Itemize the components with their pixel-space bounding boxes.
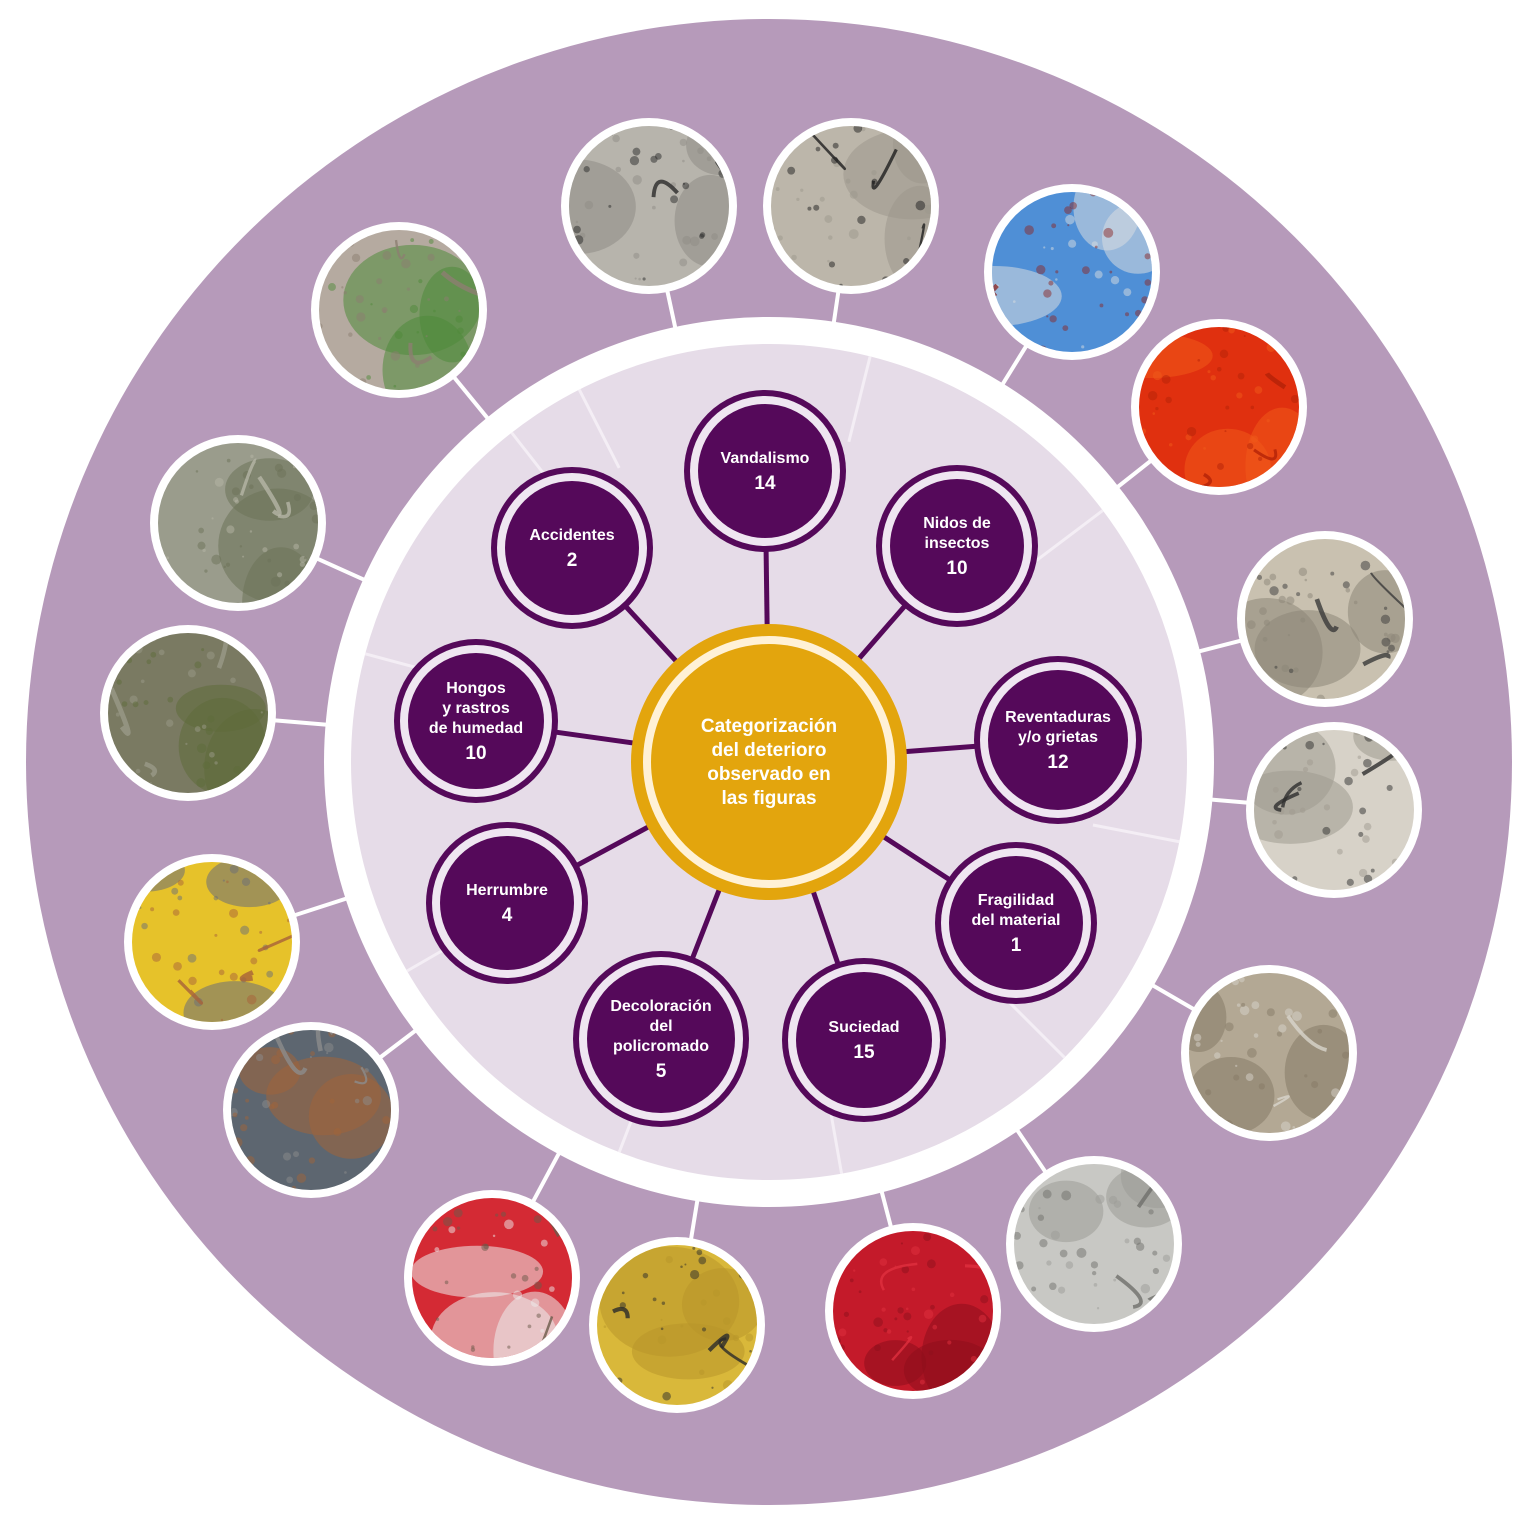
category-label-line: Herrumbre xyxy=(466,882,548,899)
category-count: 4 xyxy=(502,905,513,926)
category-node-reventaduras[interactable]: Reventaduras y/o grietas 12 xyxy=(974,656,1142,824)
category-label-line: Nidos de xyxy=(923,515,991,532)
connector-vandalismo xyxy=(766,550,767,632)
category-label-line: del xyxy=(649,1018,672,1035)
center-title-line: Categorización xyxy=(701,716,837,737)
category-label-line: Vandalismo xyxy=(721,450,810,467)
category-node-suciedad[interactable]: Suciedad 15 xyxy=(782,958,946,1122)
category-label-line: Reventaduras xyxy=(1005,709,1111,726)
category-label-line: y/o grietas xyxy=(1018,729,1098,746)
category-count: 5 xyxy=(656,1061,667,1082)
node-disc xyxy=(698,404,832,538)
center-title-line: las figuras xyxy=(721,788,816,809)
center-title-line: del deterioro xyxy=(711,740,826,761)
category-count: 15 xyxy=(853,1042,875,1063)
category-label-line: Hongos xyxy=(446,680,506,697)
node-disc xyxy=(505,481,639,615)
center-disc xyxy=(651,644,887,880)
category-label-line: Decoloración xyxy=(610,998,711,1015)
node-disc xyxy=(796,972,932,1108)
category-count: 14 xyxy=(754,473,776,494)
center-hub: Categorización del deterioro observado en l… xyxy=(631,624,907,900)
category-label-line: policromado xyxy=(613,1038,709,1055)
node-disc xyxy=(440,836,574,970)
category-node-decoloracion[interactable]: Decoloración del policromado 5 xyxy=(573,951,749,1127)
category-node-fragilidad[interactable]: Fragilidad del material 1 xyxy=(935,842,1097,1004)
category-count: 12 xyxy=(1047,752,1068,773)
category-count: 2 xyxy=(567,550,578,571)
category-node-vandalismo[interactable]: Vandalismo 14 xyxy=(684,390,846,552)
category-node-hongos[interactable]: Hongos y rastros de humedad 10 xyxy=(394,639,558,803)
rusted-metal-icon xyxy=(223,1022,399,1198)
category-label-line: de humedad xyxy=(429,720,523,737)
category-label-line: y rastros xyxy=(442,700,510,717)
category-label-line: Accidentes xyxy=(529,527,614,544)
faded-yellow-paint-icon xyxy=(589,1237,765,1413)
category-label-line: Suciedad xyxy=(828,1019,899,1036)
category-node-nidos[interactable]: Nidos de insectos 10 xyxy=(876,465,1038,627)
category-count: 10 xyxy=(465,743,486,764)
category-label-line: del material xyxy=(972,912,1061,929)
category-node-herrumbre[interactable]: Herrumbre 4 xyxy=(426,822,588,984)
category-label-line: insectos xyxy=(925,535,990,552)
category-node-accidentes[interactable]: Accidentes 2 xyxy=(491,467,653,629)
category-count: 10 xyxy=(946,558,967,579)
center-title-line: observado en xyxy=(707,764,831,785)
category-label-line: Fragilidad xyxy=(978,892,1054,909)
category-count: 1 xyxy=(1011,935,1022,956)
